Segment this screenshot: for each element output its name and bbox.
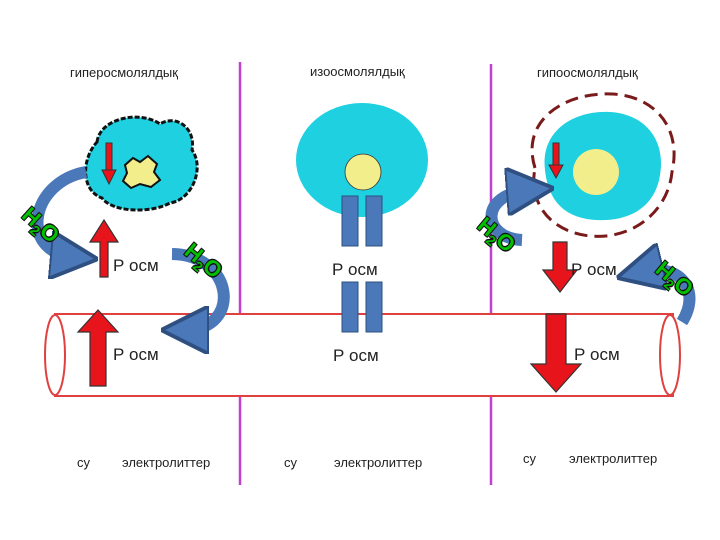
bottom-electrolytes-hyper: электролиттер xyxy=(122,455,211,470)
blue-curved-arrow-hyper-out xyxy=(31,166,86,257)
bottom-water-hyper: су xyxy=(77,455,90,470)
cell-isoosmolar xyxy=(296,103,428,217)
inward-arrow-hyper xyxy=(101,142,117,186)
title-isoosmolar: изоосмолялдық xyxy=(310,64,405,79)
posm-label-iso-cell: Р осм xyxy=(332,260,378,279)
posm-label-hypo-cell: Р осм xyxy=(571,260,617,279)
posm-label-hyper-vessel: Р осм xyxy=(113,345,159,364)
posm-label-iso-vessel: Р осм xyxy=(333,346,379,365)
cell-hyperosmolar xyxy=(84,115,199,212)
blue-curved-arrow-hyper-in xyxy=(172,248,230,330)
blue-curved-arrow-hypo-in xyxy=(485,190,530,246)
bottom-electrolytes-hypo: электролиттер xyxy=(569,451,658,466)
balance-bars-iso-vessel xyxy=(341,281,383,333)
posm-label-hyper-cell: Р осм xyxy=(113,256,159,275)
blue-curved-arrow-hypo-out xyxy=(640,270,696,326)
title-hyperosmolar: гиперосмолялдық xyxy=(70,65,178,80)
title-hypoosmolar: гипоосмолялдық xyxy=(537,65,638,80)
cell-hypoosmolar xyxy=(530,92,676,238)
balance-bars-iso-cell xyxy=(341,195,383,247)
blood-vessel xyxy=(44,313,681,397)
bottom-water-iso: су xyxy=(284,455,297,470)
bottom-electrolytes-iso: электролиттер xyxy=(334,455,423,470)
red-down-arrow-hypo-cell xyxy=(541,241,579,293)
red-down-arrow-hypo-vessel xyxy=(529,313,583,393)
posm-label-hypo-vessel: Р осм xyxy=(574,345,620,364)
red-up-arrow-hyper-vessel xyxy=(76,309,120,387)
bottom-water-hypo: су xyxy=(523,451,536,466)
